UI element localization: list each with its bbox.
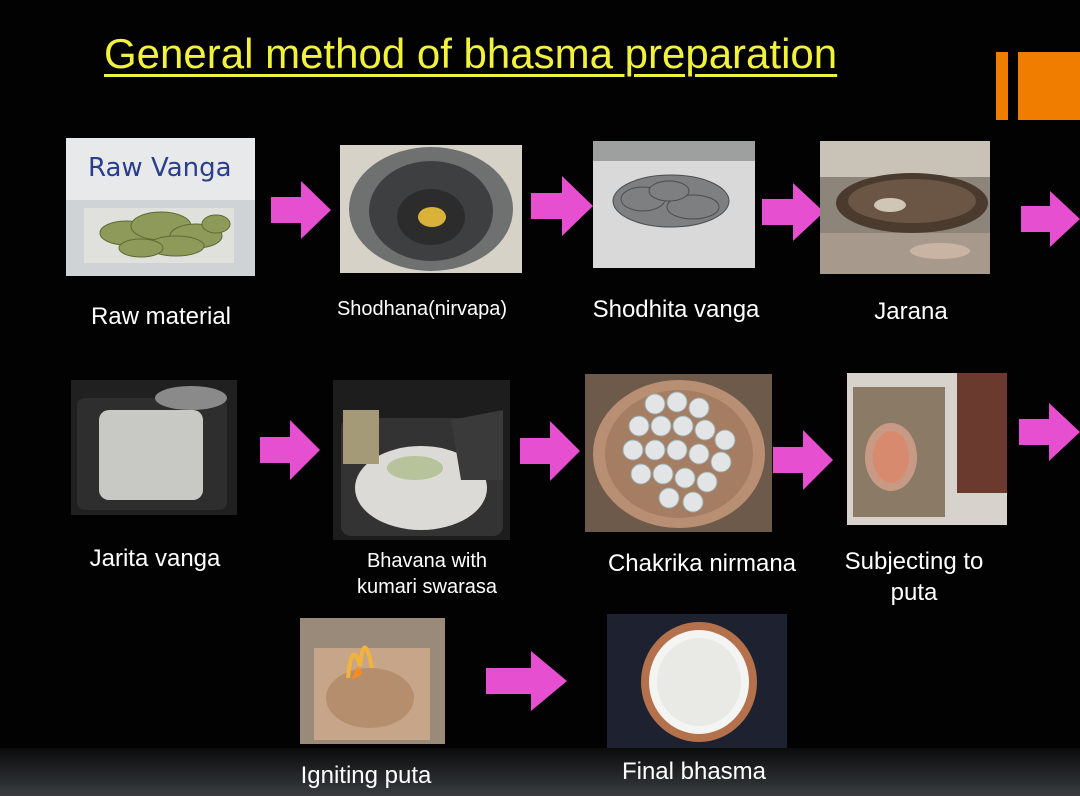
step-label-shodhita-vanga: Shodhita vanga xyxy=(592,296,760,323)
flow-arrow-6 xyxy=(520,421,580,481)
step-label-bhavana-line2: kumari swarasa xyxy=(356,576,498,598)
jarita-vanga-photo xyxy=(71,380,237,515)
step-label-final-bhasma: Final bhasma xyxy=(621,758,767,785)
flow-arrow-7 xyxy=(773,430,833,490)
accent-bar-thin xyxy=(996,52,1008,120)
step-label-jarana: Jarana xyxy=(874,298,948,325)
flow-arrow-5 xyxy=(260,420,320,480)
shodhita-vanga-photo xyxy=(593,141,755,268)
step-label-jarita-vanga: Jarita vanga xyxy=(89,545,221,572)
shodhana-photo xyxy=(340,145,522,273)
flow-arrow-1 xyxy=(271,181,331,239)
raw-vanga-photo: Raw Vanga xyxy=(66,138,255,276)
step-label-subjecting-line2: puta xyxy=(890,579,938,607)
slide-title: General method of bhasma preparation xyxy=(104,30,838,77)
flow-arrow-4 xyxy=(1021,191,1080,247)
chakrika-photo xyxy=(585,374,772,532)
step-label-bhavana: Bhavana with kumari swarasa xyxy=(327,548,527,600)
flow-arrow-8 xyxy=(1019,403,1080,461)
step-label-bhavana-line1: Bhavana with xyxy=(366,550,488,572)
flow-arrow-3 xyxy=(762,183,824,241)
final-bhasma-photo xyxy=(607,614,787,748)
accent-bar-thick xyxy=(1018,52,1080,120)
step-label-subjecting-to-puta: Subjecting to puta xyxy=(826,546,1002,608)
bottom-band xyxy=(0,748,1080,796)
flow-arrow-9 xyxy=(486,651,567,711)
step-label-chakrika-nirmana: Chakrika nirmana xyxy=(607,550,797,577)
bhavana-photo xyxy=(333,380,510,540)
step-label-shodhana: Shodhana(nirvapa) xyxy=(336,298,508,320)
jarana-photo xyxy=(820,141,990,274)
flow-arrow-2 xyxy=(531,176,593,236)
step-label-subjecting-line1: Subjecting to xyxy=(844,548,984,575)
puta-photo xyxy=(847,373,1007,525)
step-label-raw-material: Raw material xyxy=(90,303,232,330)
igniting-puta-photo xyxy=(300,618,445,744)
step-label-igniting-puta: Igniting puta xyxy=(300,762,432,789)
raw-vanga-handwriting: Raw Vanga xyxy=(88,153,232,183)
